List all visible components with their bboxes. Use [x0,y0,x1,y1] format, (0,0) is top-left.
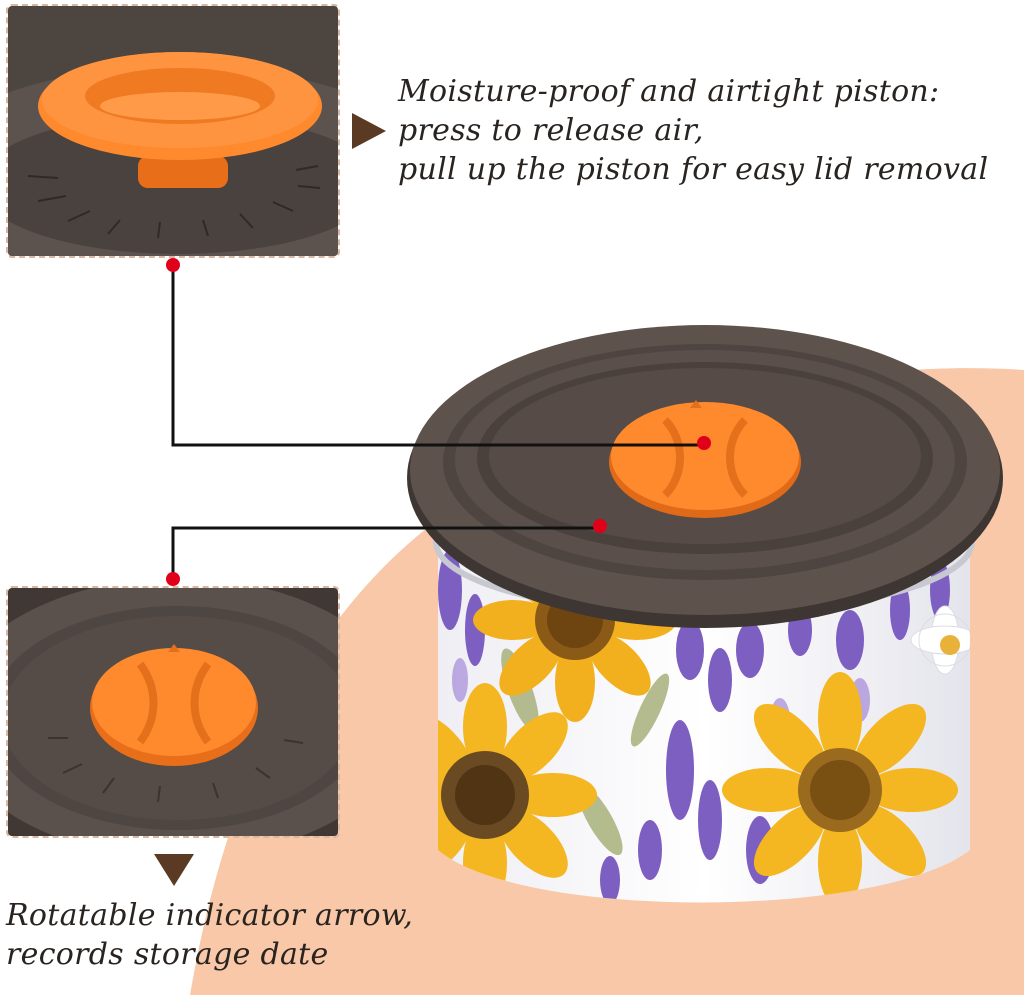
piston-caption: Moisture-proof and airtight piston: pres… [398,72,988,189]
indicator-caption: Rotatable indicator arrow, records stora… [6,896,413,974]
canister-product-photo [407,325,1003,903]
piston-caption-line-2: press to release air, [398,113,704,148]
indicator-detail-image [6,586,340,838]
piston-caption-line-1: Moisture-proof and airtight piston: [398,74,940,109]
indicator-caption-line-1: Rotatable indicator arrow, [6,898,414,933]
triangle-down-icon [154,854,194,886]
indicator-caption-line-2: records storage date [6,937,329,972]
piston-caption-line-3: pull up the piston for easy lid removal [398,152,989,187]
piston-detail-image [6,4,340,258]
triangle-right-icon [352,113,386,149]
